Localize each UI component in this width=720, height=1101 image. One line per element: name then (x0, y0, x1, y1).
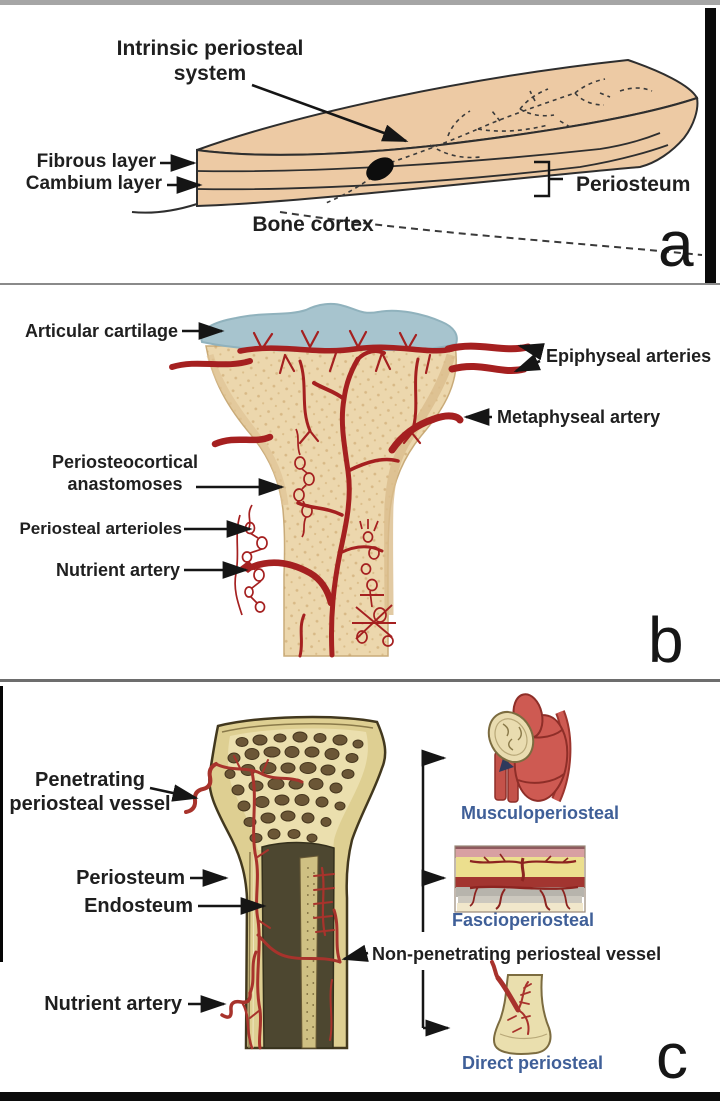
periosteal-vessels (184, 755, 342, 1050)
bone-vasculature-illustration (169, 302, 545, 658)
bone-surface-dashed-curve (279, 211, 703, 256)
epiphyseal-arrow-upper (517, 343, 545, 361)
nutrient-artery-vessel (220, 991, 252, 1019)
epiphyseal-arteries-label: Epiphyseal arteries (546, 346, 712, 366)
bottom-black-bar (0, 1092, 720, 1101)
epiphyseal-arrow-lower (513, 353, 542, 373)
metaphyseal-artery-label: Metaphyseal artery (497, 407, 661, 427)
panel-letter-a: a (658, 208, 694, 280)
endosteum-inner-wall (299, 855, 319, 1049)
panel-divider-b-c (0, 679, 720, 682)
bone-cortex-label: Bone cortex (252, 213, 374, 236)
panel-c-left-border (0, 686, 3, 962)
branch-bracket (421, 749, 451, 1037)
periosteum-label-c: Periosteum (76, 867, 185, 889)
panel-divider-a-b (0, 283, 720, 285)
panel-a-right-border (705, 8, 716, 284)
direct-periosteal-thumbnail (490, 960, 552, 1055)
endosteum-label: Endosteum (84, 895, 193, 917)
musculoperiosteal-thumbnail (487, 693, 572, 803)
intrinsic-vessel-dashed-network (325, 78, 653, 204)
nutrient-artery-label-c: Nutrient artery (44, 993, 182, 1015)
periosteum-slab-illustration (131, 8, 716, 284)
non-penetrating-periosteal-vessel-label: Non-penetrating periosteal vessel (372, 944, 662, 964)
periosteocortical-anastomoses-label: Periosteocortical anastomoses (51, 452, 199, 494)
direct-periosteal-label: Direct periosteal (461, 1053, 604, 1073)
cut-bone (208, 715, 387, 1050)
top-gray-bar (0, 0, 720, 5)
penetrating-vessel (184, 762, 218, 814)
epiphyseal-artery-left (169, 358, 253, 370)
vessel-entry-blob (366, 157, 394, 181)
panel-letter-c: c (656, 1020, 688, 1092)
musculoperiosteal-label: Musculoperiosteal (460, 803, 620, 823)
right-periosteal-chain (352, 519, 396, 647)
periosteal-vessel-types-illustration (0, 686, 586, 1055)
penetrating-vessel-arrow (149, 784, 199, 802)
fascioperiosteal-label: Fascioperiosteal (451, 910, 595, 930)
periosteum-label-a: Periosteum (576, 173, 691, 196)
non-penetrating-arrow (341, 944, 369, 962)
intrinsic-periosteal-system-label: Intrinsic periosteal system (116, 37, 304, 86)
articular-cartilage-label: Articular cartilage (24, 321, 178, 341)
periosteocortical-anastomoses-chain (293, 428, 315, 538)
metaphyseal-artery-vessel (388, 412, 464, 454)
nutrient-artery-trunk (328, 356, 361, 658)
bone-body (205, 345, 457, 657)
non-penetrating-vessel (332, 908, 342, 964)
cambium-layer-label: Cambium layer (25, 173, 162, 194)
epiphyseal-band-vessel (237, 344, 455, 354)
panel-letter-b: b (648, 604, 684, 676)
intrinsic-system-arrow (251, 83, 409, 143)
fascioperiosteal-thumbnail (454, 845, 586, 913)
nutrient-artery-entry (248, 559, 335, 607)
fibrous-layer-label: Fibrous layer (36, 151, 156, 172)
periosteum-bracket (534, 160, 563, 198)
nutrient-artery-label-b: Nutrient artery (55, 560, 180, 580)
periosteal-arterioles-label: Periosteal arterioles (19, 519, 182, 538)
bone-slab (131, 58, 703, 256)
penetrating-periosteal-vessel-label: Penetrating periosteal vessel (9, 769, 171, 815)
trabecular-bone (224, 731, 364, 843)
